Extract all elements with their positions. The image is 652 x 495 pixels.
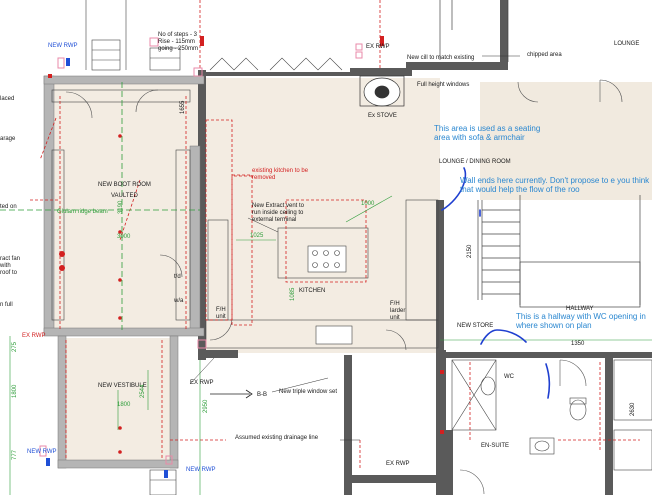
label-ex-rwp-bottom: EX RWP (386, 461, 410, 467)
label-new-store: NEW STORE (457, 323, 494, 329)
dim-2150: 2150 (467, 244, 473, 258)
label-wa: w/a (174, 298, 184, 304)
stairs (439, 0, 641, 308)
label-drainage: Assumed existing drainage line (235, 435, 319, 441)
note-seating-area: This area is used as a seating area with… (434, 124, 541, 143)
label-left-extract-fan: ract fan with roof to (0, 256, 21, 276)
section-line (210, 389, 253, 399)
dim-777: 777 (12, 449, 18, 460)
label-new-cill: New cill to match existing (407, 55, 475, 61)
red-markers (48, 36, 444, 454)
bifold-doors (209, 57, 343, 71)
label-kitchen: KITCHEN (299, 288, 326, 294)
dim-3000: 3000 (117, 234, 131, 240)
floor-boot-room (52, 82, 200, 330)
label-left-garage: arage (0, 136, 16, 142)
label-ex-rwp-left: EX RWP (22, 333, 46, 339)
note-wall-ends: Wall ends here currently. Don't propose … (460, 176, 650, 195)
label-existing-kitchen: existing kitchen to be removed (252, 168, 309, 181)
label-hallway: HALLWAY (566, 306, 594, 312)
label-fh-unit: F/H unit (216, 307, 226, 320)
label-extract-vent: New Extract vent to run inside ceiling t… (252, 203, 305, 223)
annotation-strokes (441, 167, 551, 399)
label-lounge: LOUNGE (614, 41, 640, 47)
label-new-rwp-bottom-mid: NEW RWP (186, 467, 216, 473)
dim-1350: 1350 (571, 341, 585, 347)
demolition-lines (30, 0, 640, 470)
label-new-vestibule: NEW VESTIBULE (98, 383, 147, 389)
dim-1025: 1025 (250, 233, 264, 239)
blue-tag-markers (46, 58, 168, 478)
dim-2630: 2630 (630, 402, 636, 416)
label-left-n-full: n full (0, 302, 13, 308)
label-new-rwp-top: NEW RWP (48, 43, 78, 49)
entrance-steps (85, 0, 181, 495)
floor-seating (480, 82, 652, 200)
label-fh-larder: F/H larder unit (390, 301, 406, 321)
label-new-triple-window: New triple window set (279, 389, 338, 395)
label-new-rwp-bottom-left: NEW RWP (27, 449, 57, 455)
label-chipped-area: chipped area (527, 52, 562, 58)
label-ex-stove: Ex STOVE (368, 113, 397, 119)
stove-icon (359, 75, 405, 107)
label-lounge-dining: LOUNGE / DINING ROOM (439, 159, 511, 165)
label-section-bb: B-B (257, 392, 268, 398)
label-glulam: Glulam ridge beam (57, 209, 108, 215)
dim-3190: 3190 (118, 200, 124, 214)
floor-vestibule (65, 338, 177, 468)
label-vaulted: VAULTED (111, 193, 138, 199)
dim-1000: 1000 (361, 201, 375, 207)
label-ex-rwp-top: EX RWP (366, 44, 390, 50)
label-new-boot-room: NEW BOOT ROOM (98, 182, 151, 188)
label-ex-rwp-mid: EX RWP (190, 380, 214, 386)
dim-1800-b: 1800 (117, 402, 131, 408)
label-td: t/d (174, 274, 181, 280)
label-left-ted-on: ted on (0, 204, 17, 210)
label-full-height-windows: Full height windows (417, 82, 470, 88)
dim-1085: 1085 (290, 287, 296, 301)
label-wc: WC (504, 374, 514, 380)
dim-2950: 2950 (203, 399, 209, 413)
dim-1655: 1655 (180, 100, 186, 114)
label-en-suite: EN-SUITE (481, 443, 510, 449)
dim-1800: 1800 (12, 384, 18, 398)
dimension-lines (9, 195, 652, 495)
note-hallway-wc: This is a hallway with WC opening in whe… (516, 312, 646, 331)
walls-existing (198, 0, 652, 495)
label-steps-note: No of steps - 3 Rise - 115mm going - 250… (158, 32, 199, 52)
rwp-markers (39, 37, 363, 465)
kitchen-units (51, 89, 439, 349)
door-swings (65, 79, 623, 495)
bathroom-fittings (451, 359, 652, 471)
leader-lines (189, 55, 520, 441)
glulam-beam (0, 82, 200, 330)
floor-lounge-dining (205, 78, 440, 353)
dim-2544: 2544 (140, 384, 146, 398)
dim-275: 275 (12, 341, 18, 352)
label-left-laced: laced (0, 96, 15, 102)
